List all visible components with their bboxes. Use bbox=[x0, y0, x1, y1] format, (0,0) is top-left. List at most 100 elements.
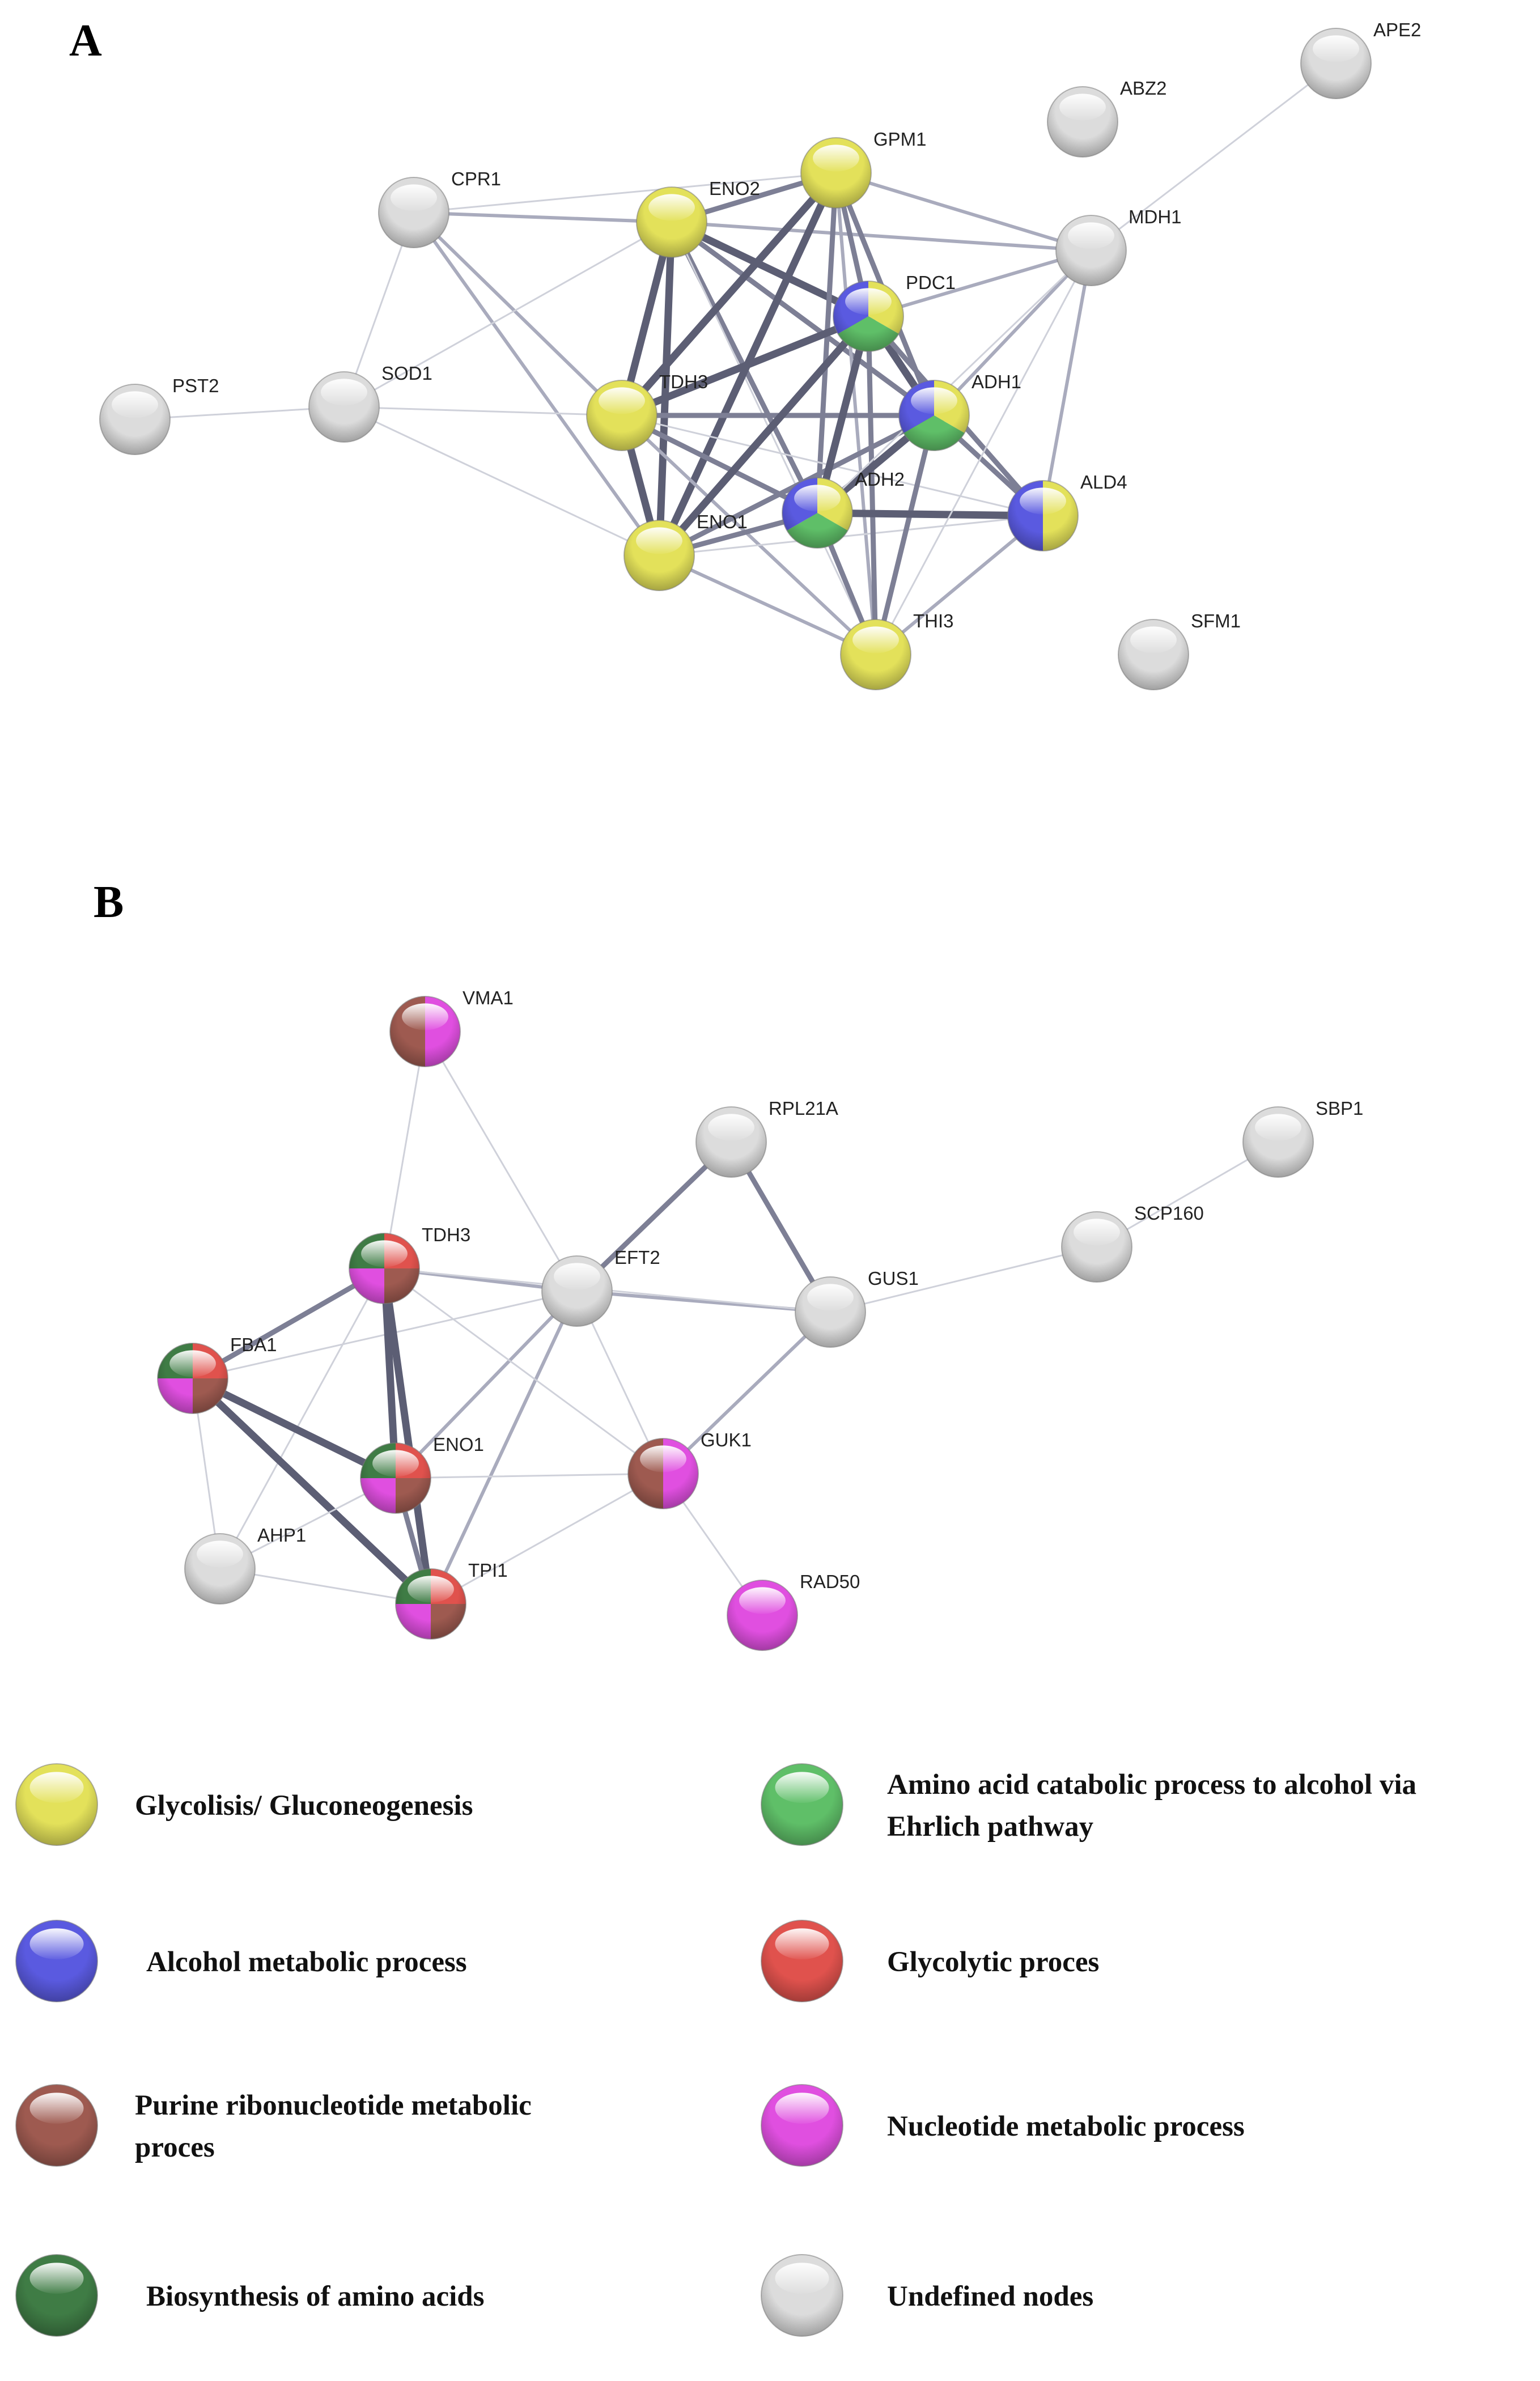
node-eft2-outline bbox=[541, 1255, 613, 1327]
node-eno1[interactable]: ENO1 bbox=[623, 511, 748, 591]
node-thi3-outline bbox=[840, 619, 911, 690]
node-ape2[interactable]: APE2 bbox=[1300, 19, 1421, 99]
node-vma1-label: VMA1 bbox=[463, 987, 514, 1008]
legend-purine-label: Purine ribonucleotide metabolic bbox=[135, 2090, 532, 2121]
node-eno1[interactable]: ENO1 bbox=[360, 1434, 484, 1514]
node-ald4-label: ALD4 bbox=[1080, 472, 1127, 493]
node-ape2-highlight bbox=[1313, 35, 1359, 62]
node-fba1-highlight bbox=[169, 1350, 216, 1377]
node-eno1-highlight bbox=[636, 527, 682, 554]
node-guk1-outline bbox=[627, 1438, 699, 1509]
node-cpr1-outline bbox=[378, 177, 449, 248]
node-pdc1[interactable]: PDC1 bbox=[833, 272, 956, 352]
node-gus1[interactable]: GUS1 bbox=[795, 1268, 919, 1348]
node-eno1-label: ENO1 bbox=[433, 1434, 484, 1455]
edge-eno1-thi3 bbox=[657, 554, 877, 656]
legend-glycolytic-swatch-outline bbox=[761, 1920, 843, 2002]
node-sfm1-outline bbox=[1118, 619, 1189, 690]
node-ahp1-outline bbox=[184, 1533, 256, 1605]
node-mdh1-label: MDH1 bbox=[1129, 206, 1182, 227]
node-abz2-highlight bbox=[1059, 94, 1106, 121]
legend-undefined-swatch-highlight bbox=[775, 2263, 829, 2294]
edge-eft2-tpi1 bbox=[429, 1289, 579, 1606]
edge-tdh3-pdc1 bbox=[618, 312, 872, 419]
node-eno1-highlight bbox=[372, 1450, 419, 1477]
node-ald4-highlight bbox=[1020, 487, 1066, 515]
node-eft2-highlight bbox=[554, 1263, 600, 1290]
node-fba1-outline bbox=[157, 1343, 228, 1414]
edge-tdh3-fba1 bbox=[190, 1266, 387, 1381]
node-ape2-label: APE2 bbox=[1373, 19, 1421, 40]
node-rad50[interactable]: RAD50 bbox=[727, 1571, 860, 1651]
legend-amino-ehrlich-swatch-highlight bbox=[775, 1772, 829, 1803]
node-rpl21a-outline bbox=[695, 1106, 767, 1178]
edge-ape2-mdh1 bbox=[1090, 62, 1337, 252]
node-sfm1[interactable]: SFM1 bbox=[1118, 610, 1241, 690]
node-mdh1[interactable]: MDH1 bbox=[1055, 206, 1182, 286]
node-rpl21a[interactable]: RPL21A bbox=[695, 1098, 838, 1178]
legend-biosynthesis-aa-label: Biosynthesis of amino acids bbox=[146, 2281, 485, 2312]
edge-tdh3-thi3 bbox=[620, 414, 877, 656]
legend-glycolytic-swatch-highlight bbox=[775, 1928, 829, 1960]
node-gpm1-outline bbox=[800, 137, 872, 209]
node-cpr1-label: CPR1 bbox=[451, 168, 501, 189]
node-fba1[interactable]: FBA1 bbox=[157, 1334, 277, 1414]
edge-eno1-guk1 bbox=[394, 1472, 664, 1479]
node-guk1[interactable]: GUK1 bbox=[627, 1429, 752, 1509]
node-scp160[interactable]: SCP160 bbox=[1061, 1203, 1204, 1283]
node-scp160-outline bbox=[1061, 1211, 1132, 1283]
legend-undefined: Undefined nodes bbox=[761, 2254, 1093, 2337]
node-tdh3-outline bbox=[586, 380, 657, 451]
node-tdh3[interactable]: TDH3 bbox=[586, 371, 708, 451]
node-pst2[interactable]: PST2 bbox=[99, 375, 219, 455]
node-tdh3-highlight bbox=[361, 1240, 408, 1267]
node-ahp1[interactable]: AHP1 bbox=[184, 1525, 306, 1605]
node-sod1[interactable]: SOD1 bbox=[308, 363, 432, 443]
node-sfm1-label: SFM1 bbox=[1191, 610, 1241, 631]
node-tdh3-label: TDH3 bbox=[422, 1224, 470, 1245]
node-thi3[interactable]: THI3 bbox=[840, 610, 954, 690]
node-thi3-highlight bbox=[852, 626, 899, 653]
edge-eno1-ald4 bbox=[658, 515, 1044, 557]
node-sfm1-highlight bbox=[1130, 626, 1177, 653]
node-abz2[interactable]: ABZ2 bbox=[1047, 78, 1167, 158]
edge-mdh1-thi3 bbox=[875, 249, 1092, 656]
node-pdc1-label: PDC1 bbox=[906, 272, 956, 293]
node-eno2-label: ENO2 bbox=[709, 178, 760, 199]
edge-cpr1-eno2 bbox=[412, 211, 673, 224]
node-sbp1-highlight bbox=[1255, 1114, 1301, 1141]
legend-glycolytic: Glycolytic proces bbox=[761, 1920, 1099, 2002]
node-cpr1[interactable]: CPR1 bbox=[378, 168, 501, 248]
node-adh2-outline bbox=[782, 477, 853, 549]
node-tpi1[interactable]: TPI1 bbox=[395, 1560, 508, 1640]
node-ald4[interactable]: ALD4 bbox=[1007, 472, 1127, 551]
node-vma1-highlight bbox=[402, 1003, 448, 1030]
node-vma1[interactable]: VMA1 bbox=[389, 987, 514, 1067]
node-eft2[interactable]: EFT2 bbox=[541, 1247, 660, 1327]
edge-eft2-eno1 bbox=[394, 1289, 579, 1480]
edge-tdh3-ahp1 bbox=[219, 1267, 385, 1570]
node-adh2[interactable]: ADH2 bbox=[782, 469, 905, 549]
node-mdh1-highlight bbox=[1068, 222, 1114, 249]
node-eno2-outline bbox=[636, 186, 707, 258]
edge-eno2-adh1 bbox=[669, 219, 937, 418]
node-adh1[interactable]: ADH1 bbox=[898, 371, 1021, 451]
node-rad50-label: RAD50 bbox=[800, 1571, 860, 1592]
node-sbp1[interactable]: SBP1 bbox=[1242, 1098, 1363, 1178]
node-tdh3[interactable]: TDH3 bbox=[349, 1224, 470, 1304]
edge-adh2-mdh1 bbox=[816, 249, 1092, 514]
node-eno1-label: ENO1 bbox=[697, 511, 748, 532]
node-ape2-outline bbox=[1300, 28, 1372, 99]
node-eno2-highlight bbox=[648, 194, 695, 221]
node-cpr1-highlight bbox=[391, 184, 437, 211]
node-gpm1[interactable]: GPM1 bbox=[800, 129, 927, 209]
node-vma1-outline bbox=[389, 996, 461, 1067]
edge-vma1-eft2 bbox=[424, 1030, 578, 1292]
edge-ald4-mdh1 bbox=[1041, 249, 1093, 517]
edge-tpi1-guk1 bbox=[430, 1472, 664, 1605]
panel-a-edges bbox=[134, 62, 1337, 657]
node-ald4-outline bbox=[1007, 480, 1079, 551]
node-eno2[interactable]: ENO2 bbox=[636, 178, 760, 258]
